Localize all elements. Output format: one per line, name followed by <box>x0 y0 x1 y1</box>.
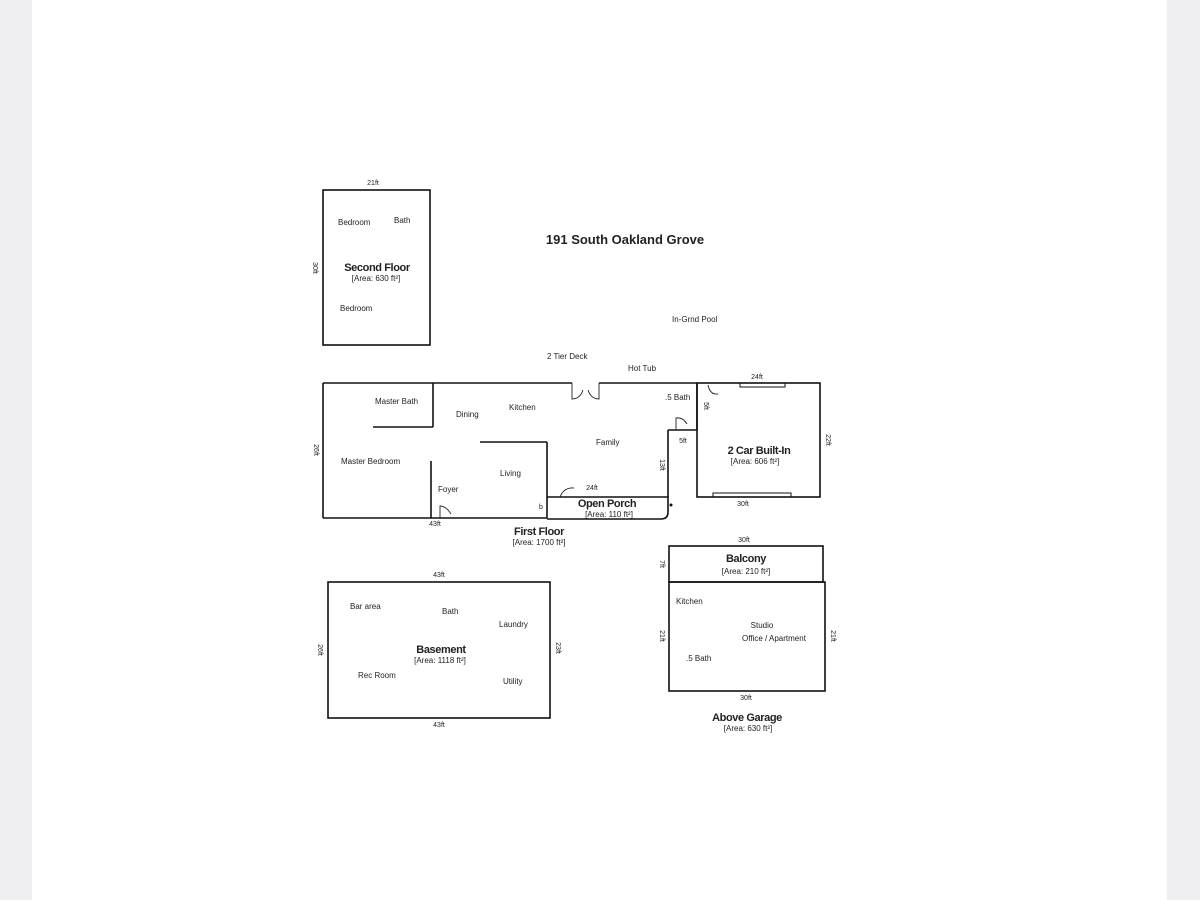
deck-label: 2 Tier Deck <box>547 352 588 361</box>
balcony-name: Balcony <box>726 553 767 565</box>
second-floor-bath: Bath <box>394 216 410 225</box>
plan-title: 191 South Oakland Grove <box>546 232 704 247</box>
basement-dim-left: 26ft <box>316 644 323 656</box>
first-floor: Master Bath Dining Kitchen .5 Bath Famil… <box>312 382 719 547</box>
garage-door-swing <box>707 384 719 395</box>
garage-dim-right: 22ft <box>824 434 831 446</box>
porch-post-marker <box>669 503 673 507</box>
basement-dim-top: 43ft <box>433 572 445 579</box>
family-dim: 24ft <box>586 485 598 492</box>
laundry-label: Laundry <box>499 620 528 629</box>
open-porch-name: Open Porch <box>578 498 637 510</box>
open-porch-area: [Area: 110 ft²] <box>585 510 633 519</box>
above-garage-dim-right: 21ft <box>829 630 836 642</box>
family-label: Family <box>596 438 620 447</box>
second-floor: 21ft 30ft Bedroom Bath Second Floor [Are… <box>311 180 431 346</box>
bar-area-label: Bar area <box>350 602 381 611</box>
above-garage: 30ft 7ft Balcony [Area: 210 ft²] Kitchen… <box>658 537 836 733</box>
first-floor-dim-left: 26ft <box>312 444 319 456</box>
porch-door-swing <box>559 487 575 498</box>
dining-label: Dining <box>456 410 479 419</box>
studio-label: Studio <box>751 621 774 630</box>
garage: 24ft 22ft 30ft 2 Car Built-In [Area: 606… <box>696 374 831 508</box>
first-floor-name: First Floor <box>514 526 565 538</box>
garage-dim-bottom: 30ft <box>737 501 749 508</box>
half-bath-dim: 5ft <box>702 402 709 410</box>
open-porch: Open Porch [Area: 110 ft²] <box>547 496 673 520</box>
basement: 43ft 43ft 26ft 23ft Bar area Bath Laundr… <box>316 572 561 729</box>
balcony-dim-top: 30ft <box>738 537 750 544</box>
second-floor-bedroom-1: Bedroom <box>338 218 371 227</box>
basement-bath-label: Bath <box>442 607 458 616</box>
deck-door-right <box>587 383 600 400</box>
basement-area: [Area: 1118 ft²] <box>414 656 466 665</box>
balcony-area: [Area: 210 ft²] <box>722 567 770 576</box>
hall-dim: 13ft <box>658 459 665 471</box>
above-garage-dim-bottom: 30ft <box>740 695 752 702</box>
first-floor-mark-b: b <box>539 504 543 511</box>
pool-label: In-Grnd Pool <box>672 315 718 324</box>
basement-dim-bottom: 43ft <box>433 722 445 729</box>
second-floor-name: Second Floor <box>344 262 411 274</box>
above-garage-name: Above Garage <box>712 712 782 724</box>
basement-outline <box>327 581 551 719</box>
above-garage-area: [Area: 630 ft²] <box>724 724 772 733</box>
garage-dim-top: 24ft <box>751 374 763 381</box>
open-porch-outline <box>547 496 669 520</box>
office-apartment-label: Office / Apartment <box>742 634 807 643</box>
half-bath-label: .5 Bath <box>665 393 690 402</box>
second-floor-outline <box>322 189 431 346</box>
garage-door-bottom <box>712 492 792 498</box>
first-floor-dim-bottom: 43ft <box>429 521 441 528</box>
second-floor-area: [Area: 630 ft²] <box>352 274 400 283</box>
second-floor-bedroom-2: Bedroom <box>340 304 373 313</box>
bath-door-swing <box>675 417 688 430</box>
hot-tub-label: Hot Tub <box>628 364 657 373</box>
page-sheet <box>32 0 1167 900</box>
foyer-label: Foyer <box>438 485 459 494</box>
kitchen-label: Kitchen <box>509 403 536 412</box>
basement-name: Basement <box>416 644 466 656</box>
garage-name: 2 Car Built-In <box>728 445 792 457</box>
balcony-dim-left: 7ft <box>658 560 665 568</box>
basement-dim-right: 23ft <box>554 642 561 654</box>
deck-door-left <box>571 383 584 400</box>
above-garage-dim-left: 21ft <box>658 630 665 642</box>
above-garage-outline <box>668 581 826 692</box>
garage-area: [Area: 606 ft²] <box>731 457 779 466</box>
foyer-door-swing <box>439 505 452 518</box>
living-label: Living <box>500 469 521 478</box>
first-floor-area: [Area: 1700 ft²] <box>513 538 566 547</box>
half-bath-dim-2: 5ft <box>679 438 687 445</box>
second-floor-dim-left: 30ft <box>311 262 318 274</box>
garage-window-top <box>739 382 786 388</box>
master-bedroom-label: Master Bedroom <box>341 457 400 466</box>
above-garage-half-bath-label: .5 Bath <box>686 654 711 663</box>
rec-room-label: Rec Room <box>358 671 396 680</box>
master-bath-label: Master Bath <box>375 397 418 406</box>
garage-outline <box>696 382 821 498</box>
second-floor-dim-top: 21ft <box>367 180 379 187</box>
above-garage-kitchen-label: Kitchen <box>676 597 703 606</box>
utility-label: Utility <box>503 677 523 686</box>
